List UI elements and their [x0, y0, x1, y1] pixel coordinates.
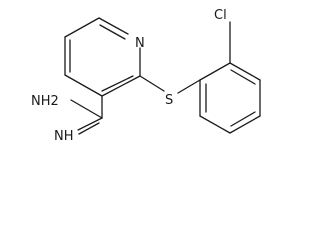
- nitrogen-label: N: [135, 36, 145, 51]
- bond-p4-p5-inner: [230, 111, 256, 127]
- bond-camidine-nh: [77, 117, 103, 131]
- bond-c6-n1-inner: [99, 24, 126, 40]
- bond-c6-n1: [98, 17, 129, 35]
- chlorine-label: Cl: [214, 8, 227, 23]
- pyridine-ring: [64, 17, 141, 97]
- sulfur-label: S: [165, 93, 173, 108]
- chlorophenyl-ring: [199, 21, 261, 134]
- bond-c3-c4: [64, 74, 103, 97]
- bond-p1-p2: [199, 62, 231, 81]
- bond-p2-p3: [229, 62, 261, 81]
- structure-diagram: N S Cl NH2 NH: [31, 8, 261, 144]
- bond-c2-c3: [101, 75, 141, 97]
- bond-p5-p6: [199, 115, 231, 134]
- bond-c2-s: [139, 75, 165, 92]
- molecule-drawing: N S Cl NH2 NH: [31, 8, 261, 144]
- bond-p2-p3-inner: [230, 69, 256, 85]
- thioether-bridge: [139, 75, 201, 94]
- bond-s-cphenyl: [177, 79, 201, 94]
- imine-label: NH: [54, 129, 74, 144]
- bond-p4-p5: [229, 115, 261, 134]
- amidine-group: [70, 95, 103, 135]
- amine-label: NH2: [31, 94, 59, 109]
- bond-c2-c3-inner: [101, 75, 134, 92]
- bond-c5-c6: [64, 17, 100, 38]
- bond-camidine-nh2: [70, 99, 103, 119]
- bond-camidine-nh-inner: [78, 122, 100, 135]
